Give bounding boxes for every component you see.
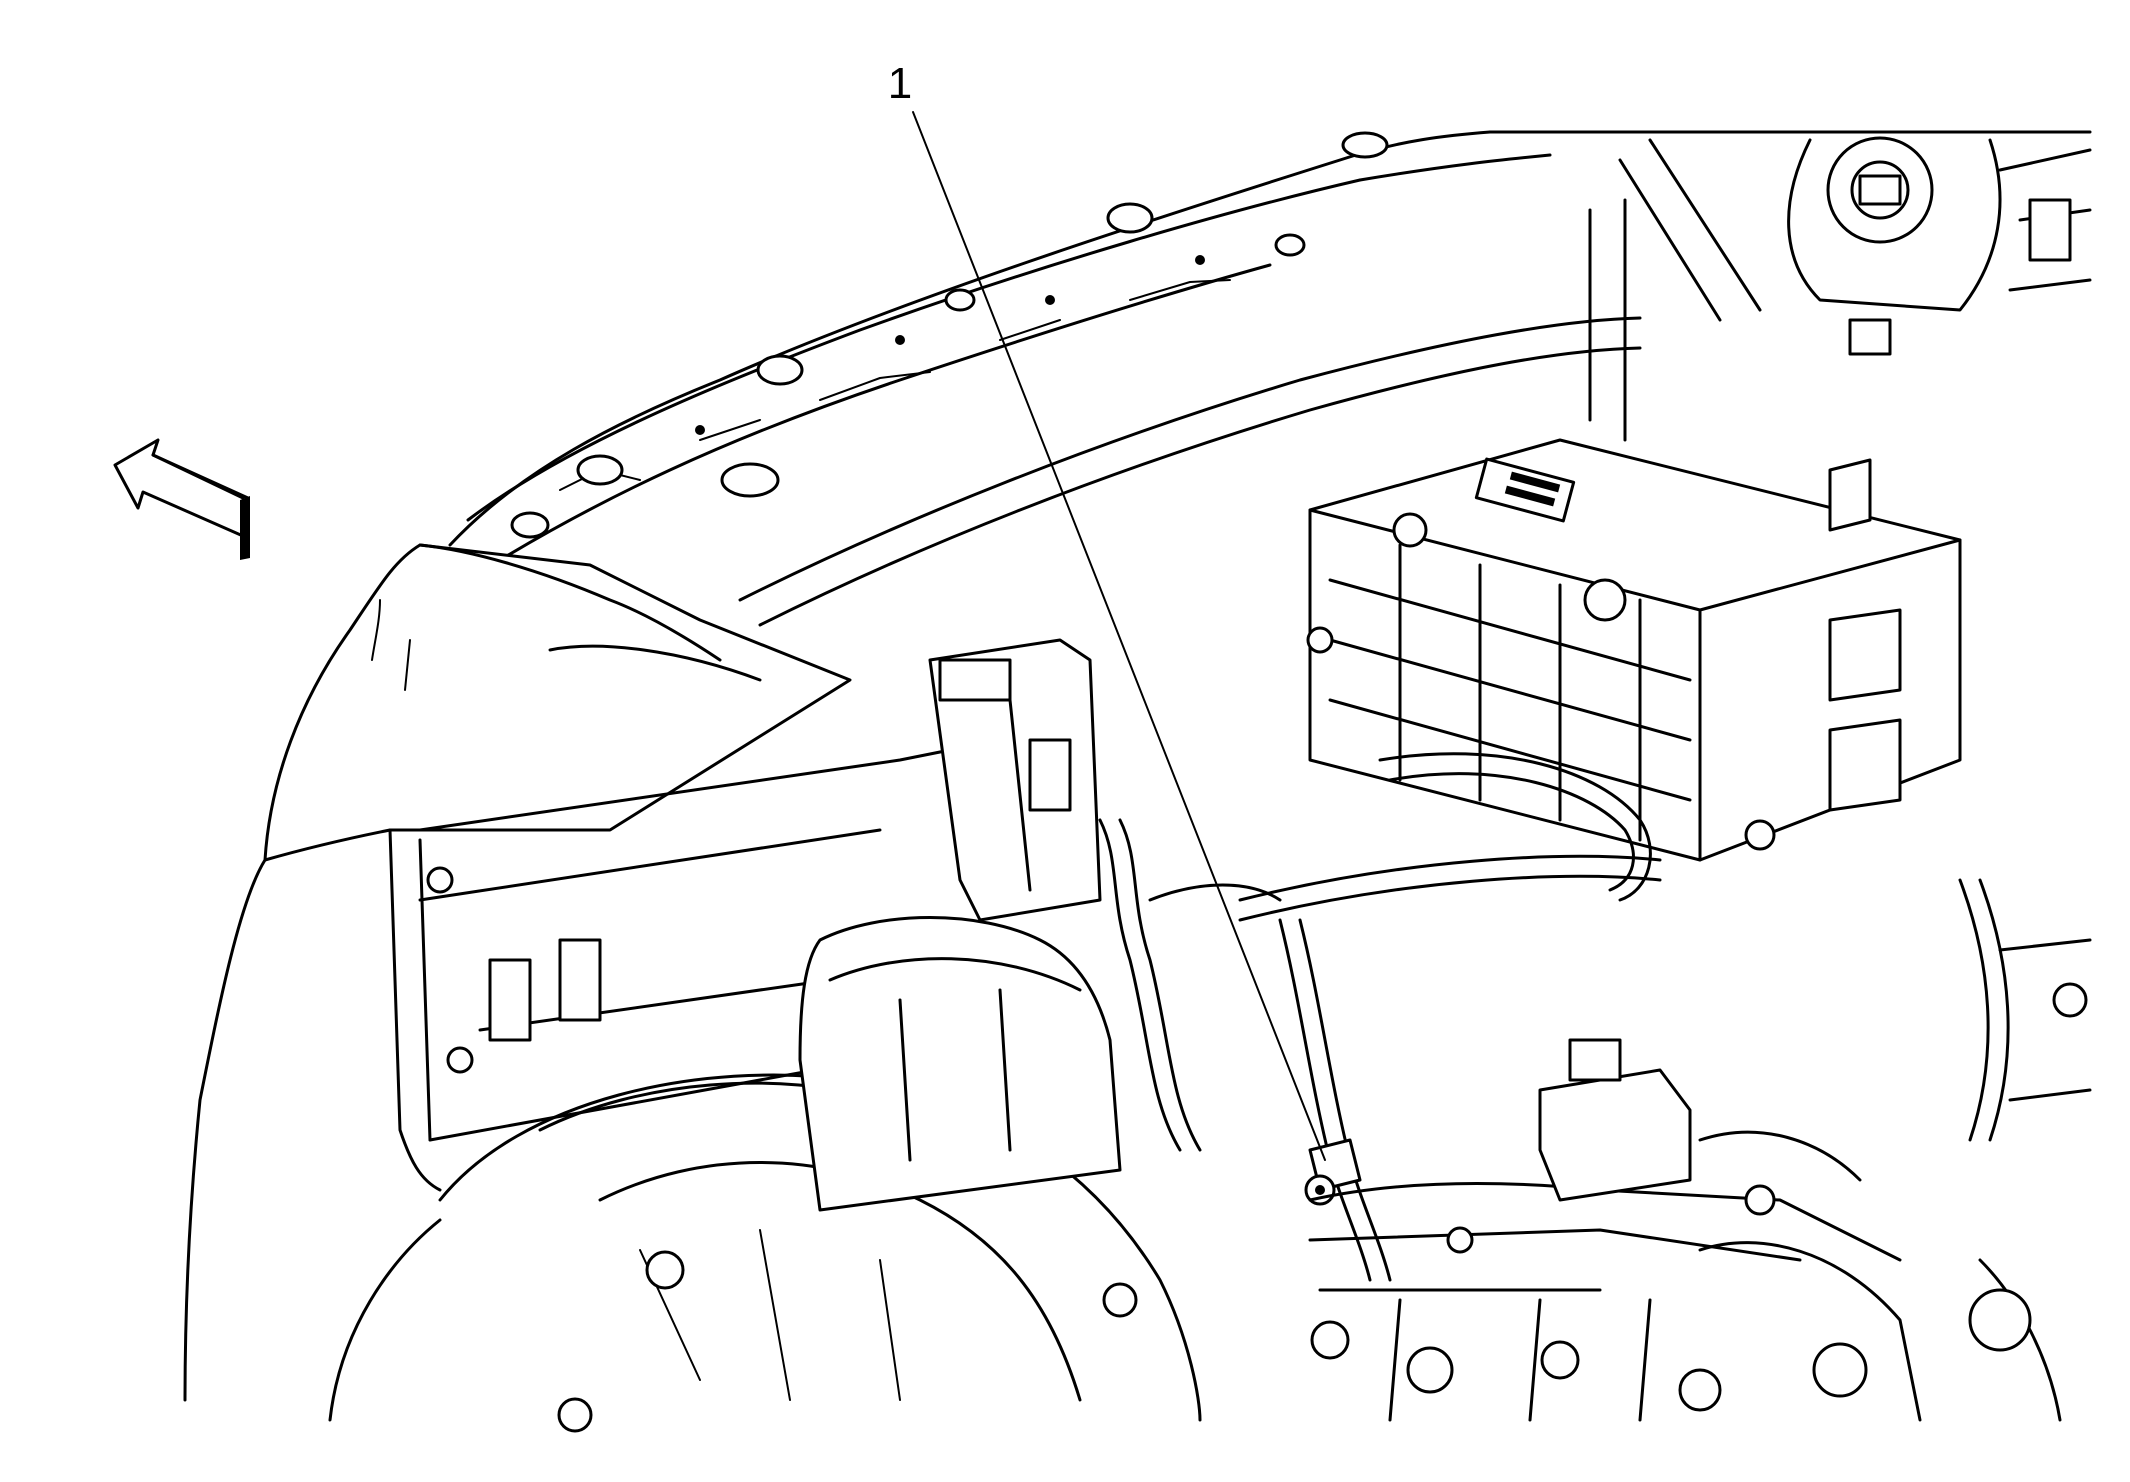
strut-tower — [1588, 136, 2092, 442]
lower-subframe — [1308, 938, 2092, 1422]
left-fender — [183, 543, 852, 1402]
coolant-reservoir — [798, 916, 1122, 1212]
relay-block — [928, 638, 1102, 922]
wiring-harness — [1098, 752, 2010, 1282]
callout-1: 1 — [888, 59, 1326, 1161]
callout-1-label: 1 — [888, 59, 912, 108]
inverter-module — [1306, 438, 1962, 862]
hood-fasteners — [510, 131, 1389, 539]
forward-arrow-icon — [113, 438, 250, 560]
